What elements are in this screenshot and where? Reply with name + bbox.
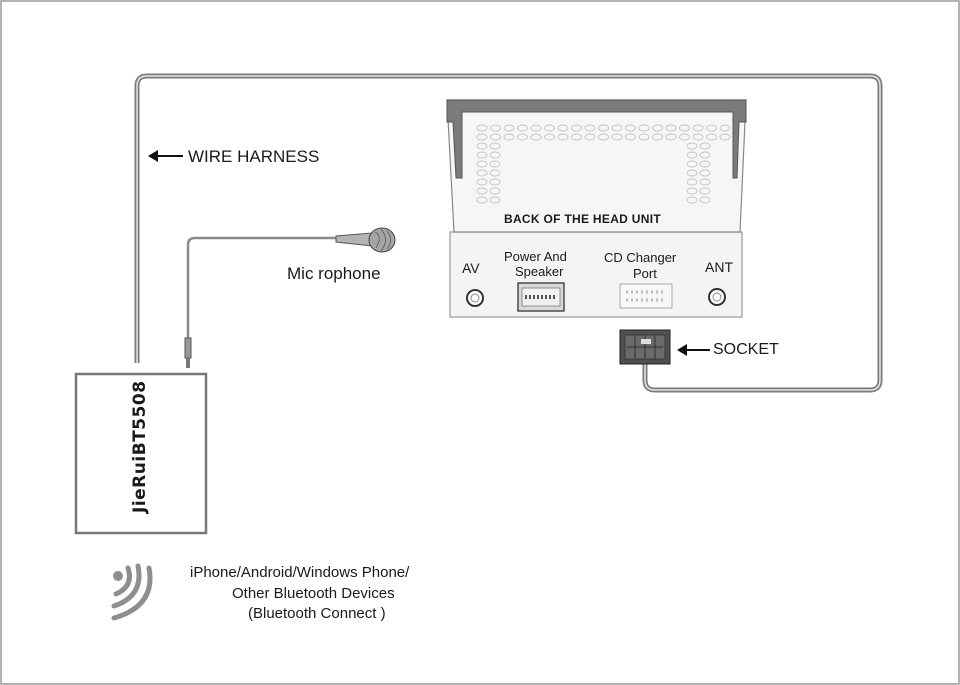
head-unit <box>446 99 747 318</box>
cd-changer-label-line2: Port <box>633 266 657 281</box>
head-unit-vents <box>476 124 731 204</box>
wire-harness-arrow-icon <box>148 150 183 162</box>
bluetooth-module-box <box>74 372 208 535</box>
socket-connector-icon <box>619 329 671 365</box>
bluetooth-devices-line3: (Bluetooth Connect ) <box>248 605 386 622</box>
microphone-plug <box>184 337 192 359</box>
microphone-cable <box>186 236 338 345</box>
microphone-icon <box>335 227 396 253</box>
ant-port-label: ANT <box>705 259 733 275</box>
av-port-icon <box>466 289 484 307</box>
ant-port-icon <box>708 288 726 306</box>
bluetooth-module-name: JieRuiBT5508 <box>130 380 150 513</box>
cd-changer-label-line1: CD Changer <box>604 250 677 265</box>
bluetooth-devices-line1: iPhone/Android/Windows Phone/ <box>190 564 410 581</box>
power-speaker-label-line1: Power And <box>504 249 567 264</box>
cd-changer-connector-icon <box>619 283 673 309</box>
power-speaker-label-line2: Speaker <box>515 264 564 279</box>
av-port-label: AV <box>462 260 480 276</box>
bluetooth-devices-line2: Other Bluetooth Devices <box>232 585 395 602</box>
head-unit-label: BACK OF THE HEAD UNIT <box>504 212 661 226</box>
socket-label: SOCKET <box>713 341 779 358</box>
wire-harness-label: WIRE HARNESS <box>188 147 320 166</box>
socket-arrow-icon <box>677 344 710 356</box>
power-speaker-connector-icon <box>517 282 565 312</box>
signal-waves-icon <box>111 563 153 621</box>
microphone-label: Mic rophone <box>287 264 381 283</box>
